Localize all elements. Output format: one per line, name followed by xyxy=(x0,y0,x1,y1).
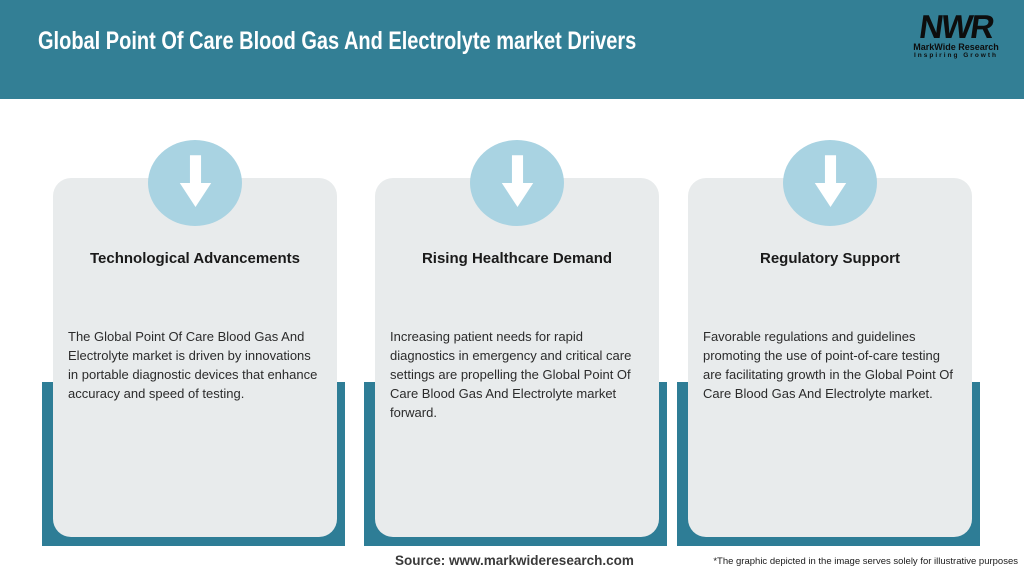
disclaimer-text: *The graphic depicted in the image serve… xyxy=(713,556,1018,567)
card-title: Regulatory Support xyxy=(759,250,900,267)
driver-card-group-2: Rising Healthcare Demand Increasing pati… xyxy=(364,140,667,546)
card-description: The Global Point Of Care Blood Gas And E… xyxy=(68,329,318,401)
card-description: Favorable regulations and guidelines pro… xyxy=(703,329,954,401)
down-arrow-badge xyxy=(470,140,564,226)
source-text: Source: www.markwideresearch.com xyxy=(395,553,634,568)
driver-card: Technological Advancements The Global Po… xyxy=(53,178,337,537)
logo-tagline: Inspiring Growth xyxy=(914,52,998,59)
page-title: Global Point Of Care Blood Gas And Elect… xyxy=(38,27,637,55)
header-bar: Global Point Of Care Blood Gas And Elect… xyxy=(0,0,1024,99)
down-arrow-badge xyxy=(783,140,877,226)
down-arrow-badge xyxy=(148,140,242,226)
driver-card: Rising Healthcare Demand Increasing pati… xyxy=(375,178,659,537)
down-arrow-icon xyxy=(177,153,214,213)
markwide-research-logo: NWR MarkWide Research Inspiring Growth xyxy=(906,8,1006,60)
driver-card-group-1: Technological Advancements The Global Po… xyxy=(42,140,345,546)
down-arrow-icon xyxy=(499,153,536,213)
driver-card: Regulatory Support Favorable regulations… xyxy=(688,178,972,537)
card-title: Rising Healthcare Demand xyxy=(421,250,613,267)
driver-card-group-3: Regulatory Support Favorable regulations… xyxy=(677,140,980,546)
logo-name: MarkWide Research xyxy=(913,42,999,52)
card-title: Technological Advancements xyxy=(89,250,301,267)
logo-monogram: NWR xyxy=(917,8,996,45)
down-arrow-icon xyxy=(812,153,849,213)
card-description: Increasing patient needs for rapid diagn… xyxy=(390,329,632,420)
